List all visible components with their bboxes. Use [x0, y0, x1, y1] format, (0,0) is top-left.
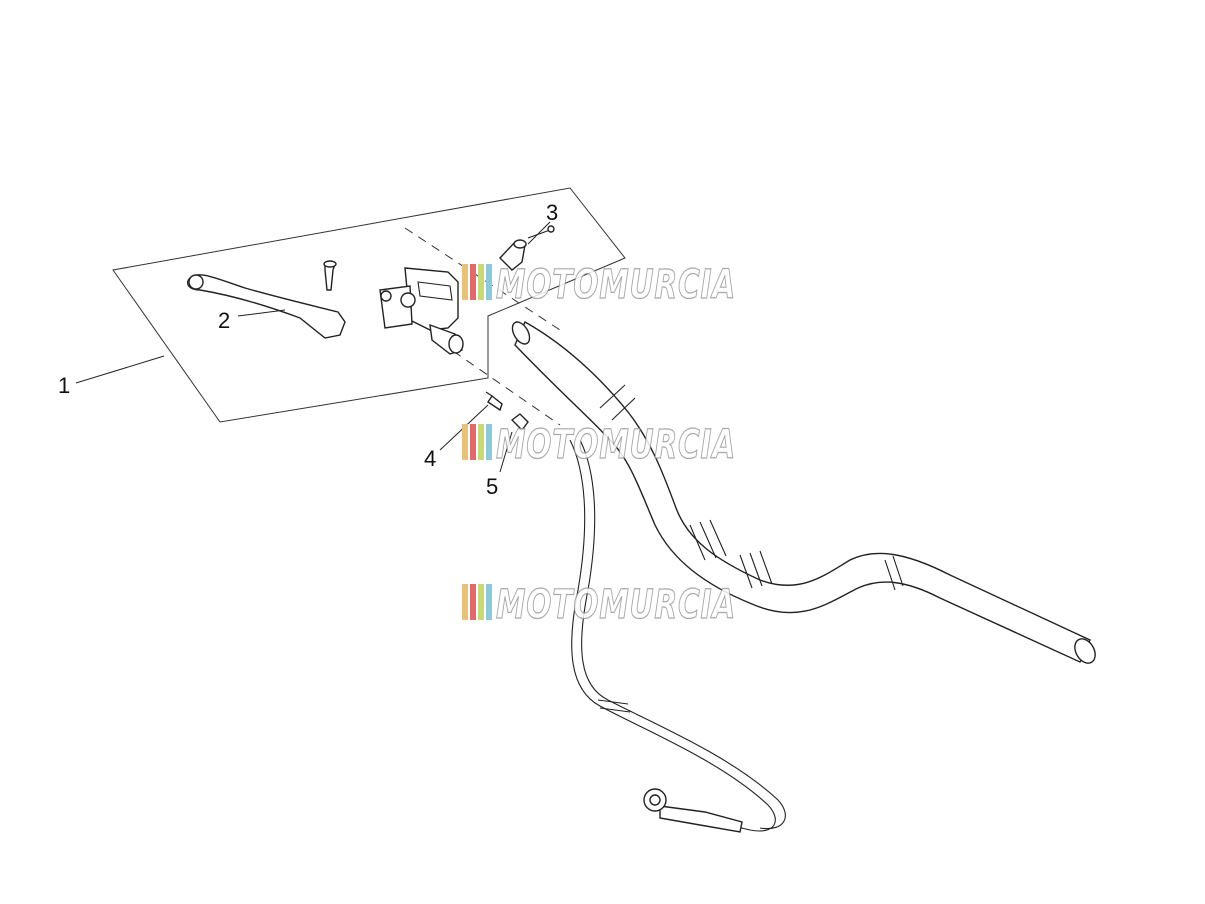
leader-2: [237, 309, 286, 317]
watermark-stripe: [470, 584, 476, 620]
leader-3: [527, 221, 551, 245]
callout-4: 4: [424, 446, 436, 471]
watermark-stripe: [462, 424, 468, 460]
watermark-stripe: [462, 264, 468, 300]
master-cylinder: [379, 267, 464, 355]
explode-guide-lower: [439, 341, 561, 426]
watermark-stripe: [478, 424, 484, 460]
watermark-text: MOTOMURCIA: [496, 422, 736, 468]
watermark-stripe: [486, 424, 492, 460]
watermark-top: MOTOMURCIA: [462, 261, 736, 309]
watermark-stripe: [470, 424, 476, 460]
bleed-valve: [485, 391, 503, 412]
watermark-stripe: [486, 584, 492, 620]
watermark-stripe: [462, 584, 468, 620]
assembly-frame: [112, 187, 626, 423]
watermark-stripe: [478, 264, 484, 300]
watermark-text: MOTOMURCIA: [496, 582, 736, 628]
watermark-stripe: [486, 264, 492, 300]
watermark-stripe: [478, 584, 484, 620]
watermark-bottom: MOTOMURCIA: [462, 581, 736, 629]
callout-1: 1: [58, 373, 70, 398]
leader-5: [499, 431, 513, 473]
brake-hose: [569, 439, 786, 833]
callout-5: 5: [486, 474, 498, 499]
watermark-text: MOTOMURCIA: [496, 262, 736, 308]
callout-3: 3: [546, 200, 558, 225]
leader-1: [75, 355, 165, 384]
watermark-stripe: [470, 264, 476, 300]
banjo-fitting: [510, 413, 529, 432]
watermark-middle: MOTOMURCIA: [462, 421, 736, 469]
pivot-bolt: [323, 260, 337, 291]
brake-lever: [186, 274, 346, 339]
handlebar: [511, 321, 1096, 664]
handlebar-clamp: [499, 225, 555, 271]
callout-2: 2: [218, 308, 230, 333]
